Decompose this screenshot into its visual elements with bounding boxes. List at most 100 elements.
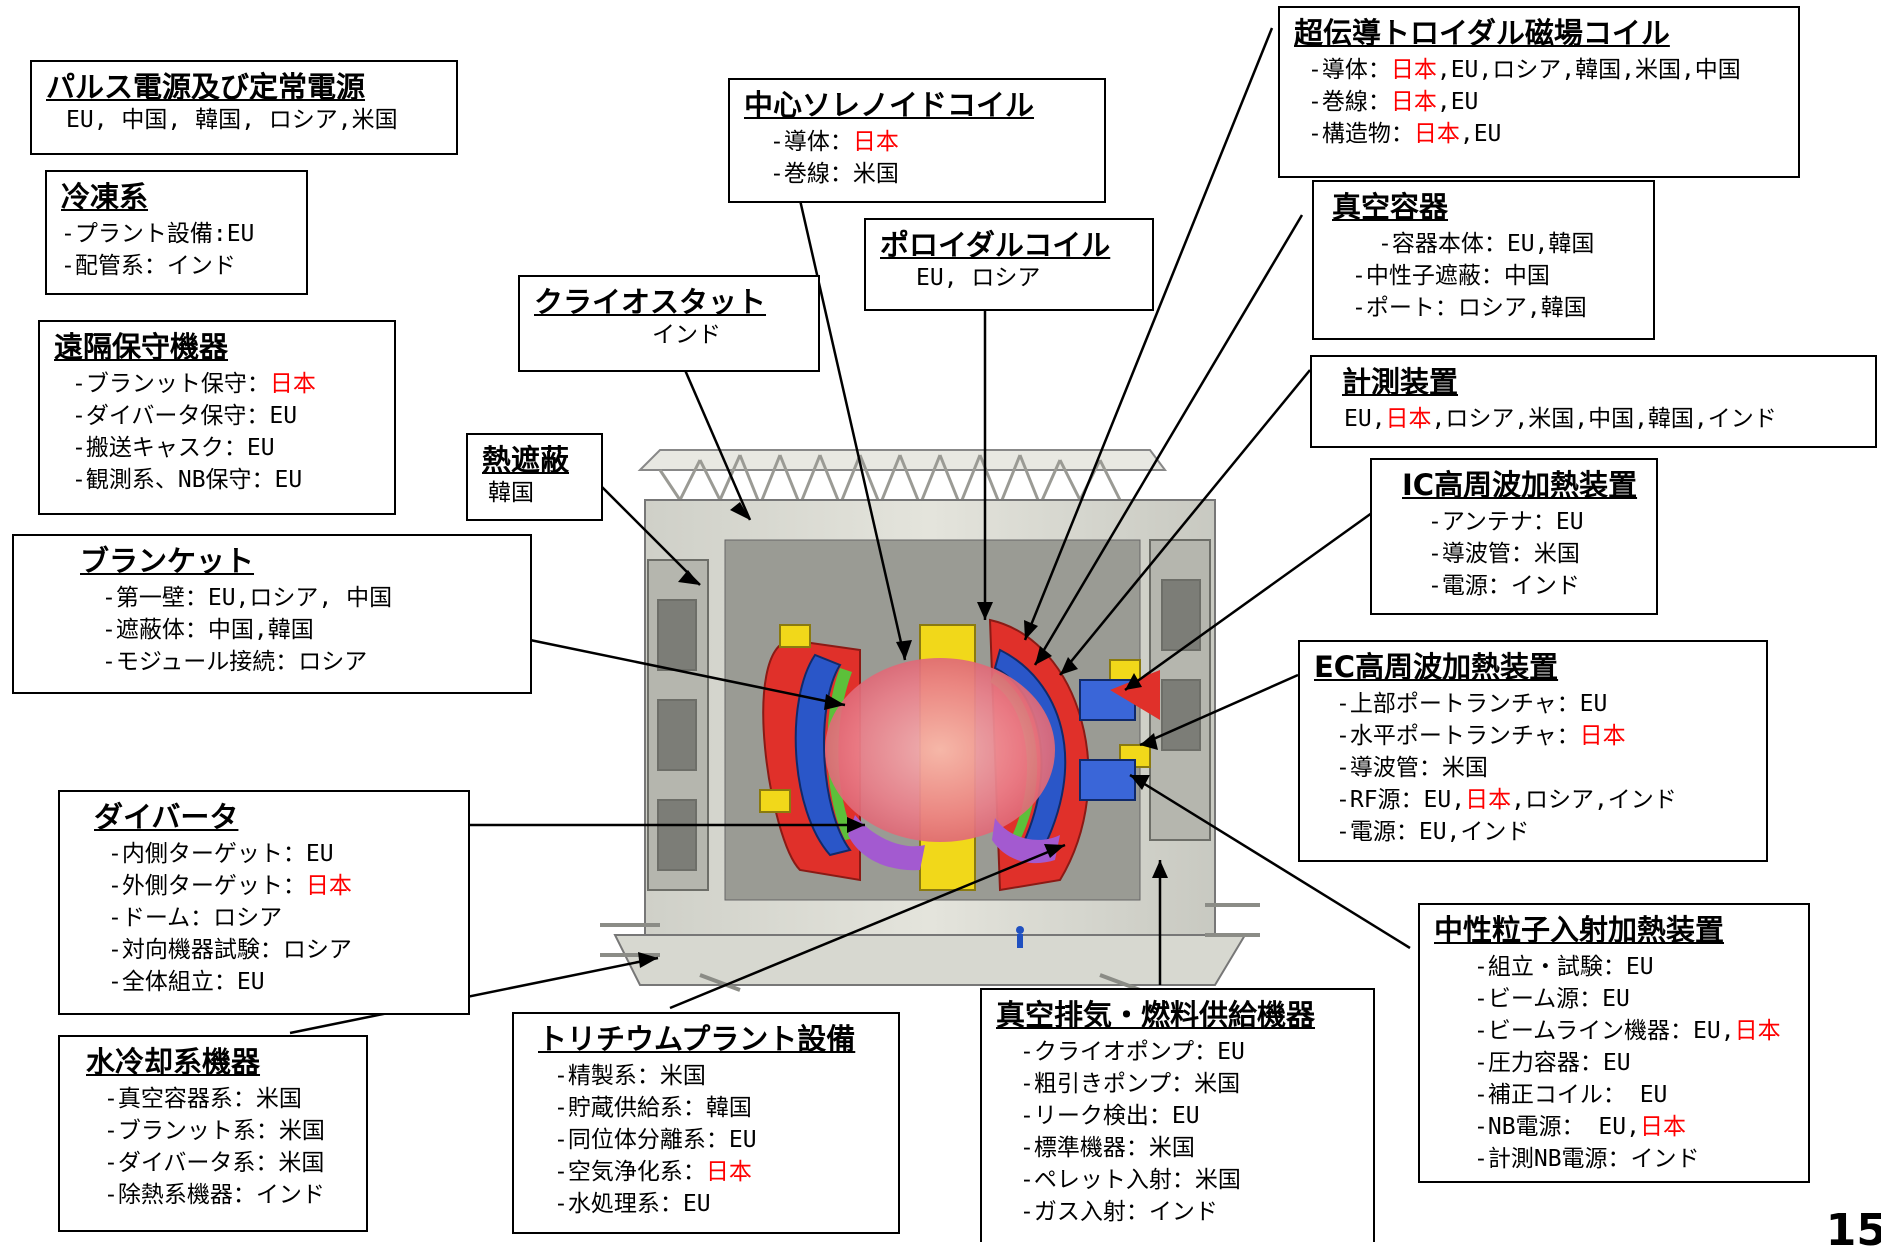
list-item: -組立・試験：EU xyxy=(1474,951,1794,983)
highlight-japan: 日本 xyxy=(1639,1114,1686,1140)
item-text: -巻線：米国 xyxy=(770,161,899,187)
list-item: -除熱系機器：インド xyxy=(104,1182,325,1208)
list-item: -ダイバータ保守：EU xyxy=(72,400,380,432)
item-text: -ドーム：ロシア xyxy=(108,905,283,931)
item-text: -外側ターゲット： xyxy=(108,873,306,899)
item-text: -導波管：米国 xyxy=(1336,755,1488,781)
list-item: -RF源：EU,日本,ロシア,インド xyxy=(1336,784,1752,816)
list-item: -導波管：米国 xyxy=(1336,752,1752,784)
list-item: -配管系：インド xyxy=(61,253,236,279)
box-poloidal-coil: ポロイダルコイル EU, ロシア xyxy=(864,218,1154,311)
list-item: -巻線：日本,EU xyxy=(1308,86,1784,118)
list-item: -圧力容器：EU xyxy=(1474,1047,1794,1079)
list-item: -巻線：米国 xyxy=(770,158,1090,190)
item-text: -巻線： xyxy=(1308,89,1391,115)
list-item: -貯蔵供給系：韓国 xyxy=(554,1092,884,1124)
title-ec-heating: EC高周波加熱装置 xyxy=(1314,650,1559,684)
item-text: -電源：EU,インド xyxy=(1336,819,1530,845)
title-tritium-plant: トリチウムプラント設備 xyxy=(538,1022,856,1056)
box-tritium-plant: トリチウムプラント設備 -精製系：米国-貯蔵供給系：韓国-同位体分離系：EU-空… xyxy=(512,1012,900,1234)
list-item: -NB電源： EU,日本 xyxy=(1474,1111,1794,1143)
list-item: -電源：インド xyxy=(1428,573,1580,599)
list-item: -電源：EU,インド xyxy=(1336,816,1752,848)
list-item: -モジュール接続：ロシア xyxy=(102,649,368,675)
box-nbi: 中性粒子入射加熱装置 -組立・試験：EU -ビーム源：EU -ビームライン機器：EU… xyxy=(1418,903,1810,1183)
item-text: -ブランット保守： xyxy=(72,371,270,397)
list-item: -リーク検出：EU xyxy=(1020,1103,1200,1129)
title-poloidal-coil: ポロイダルコイル xyxy=(880,228,1111,262)
list-item: -ブランット系：米国 xyxy=(104,1118,325,1144)
box-diagnostics: 計測装置 EU,日本,ロシア,米国,中国,韓国,インド xyxy=(1310,355,1877,448)
highlight-japan: 日本 xyxy=(1390,57,1437,83)
list-diagnostics: EU,日本,ロシア,米国,中国,韓国,インド xyxy=(1326,403,1861,435)
item-text: -圧力容器：EU xyxy=(1474,1050,1631,1076)
title-pulse-power: パルス電源及び定常電源 xyxy=(46,70,366,104)
item-text: -計測NB電源：インド xyxy=(1474,1146,1700,1172)
item-text: ,ロシア,米国,中国,韓国,インド xyxy=(1431,406,1777,432)
list-central-solenoid: -導体：日本-巻線：米国 xyxy=(744,126,1090,190)
list-item: -標準機器：米国 xyxy=(1020,1135,1195,1161)
item-text: ,EU,ロシア,韓国,米国,中国 xyxy=(1436,57,1741,83)
support-columns xyxy=(647,539,1211,891)
top-truss xyxy=(637,449,1167,506)
highlight-japan: 日本 xyxy=(705,1159,752,1185)
item-text: -ビーム源：EU xyxy=(1474,986,1630,1012)
list-item: -ダイバータ系：米国 xyxy=(104,1150,325,1176)
item-text: -搬送キャスク：EU xyxy=(72,435,275,461)
list-item: -ガス入射：インド xyxy=(1020,1199,1218,1225)
box-remote-handling: 遠隔保守機器 -ブランット保守：日本-ダイバータ保守：EU-搬送キャスク：EU-… xyxy=(38,320,396,515)
page-number: 15 xyxy=(1825,1205,1881,1256)
list-item: -遮蔽体：中国,韓国 xyxy=(102,617,314,643)
line-poloidal-coil: EU, ロシア xyxy=(916,265,1041,291)
divertor-cassette xyxy=(848,815,925,871)
list-item: -アンテナ：EU xyxy=(1428,509,1584,535)
cryostat-base xyxy=(613,934,1247,986)
item-text: -精製系：米国 xyxy=(554,1063,706,1089)
box-water-cooling: 水冷却系機器 -真空容器系：米国 -ブランット系：米国 -ダイバータ系：米国 -… xyxy=(58,1035,368,1232)
list-item: -計測NB電源：インド xyxy=(1474,1143,1794,1175)
leader-arrowheads xyxy=(638,502,1168,968)
title-water-cooling: 水冷却系機器 xyxy=(86,1045,261,1079)
title-central-solenoid: 中心ソレノイドコイル xyxy=(744,88,1035,122)
box-cryostat: クライオスタット インド xyxy=(518,275,820,372)
plasma xyxy=(825,658,1055,842)
list-item: -水処理系：EU xyxy=(554,1188,884,1220)
item-text: -導体： xyxy=(770,129,853,155)
box-divertor: ダイバータ -内側ターゲット：EU-外側ターゲット：日本-ドーム：ロシア-対向機… xyxy=(58,790,470,1015)
title-cryostat: クライオスタット xyxy=(534,285,767,319)
title-ic-heating: IC高周波加熱装置 xyxy=(1402,468,1638,502)
line-thermal-shield: 韓国 xyxy=(488,480,534,506)
box-pulse-power: パルス電源及び定常電源 EU, 中国, 韓国, ロシア,米国 xyxy=(30,60,458,155)
list-item: -ビーム源：EU xyxy=(1474,983,1794,1015)
list-item: -ビームライン機器：EU,日本 xyxy=(1474,1015,1794,1047)
item-text: -補正コイル： EU xyxy=(1474,1082,1668,1108)
list-ec-heating: -上部ポートランチャ：EU-水平ポートランチャ：日本-導波管：米国-RF源：EU… xyxy=(1314,688,1752,848)
highlight-japan: 日本 xyxy=(1390,89,1437,115)
item-text: ,EU xyxy=(1436,89,1479,115)
list-item: -粗引きポンプ：米国 xyxy=(1020,1071,1241,1097)
list-nbi: -組立・試験：EU -ビーム源：EU -ビームライン機器：EU,日本 -圧力容器：EU… xyxy=(1434,951,1794,1175)
list-item: -導波管：米国 xyxy=(1428,541,1580,567)
title-nbi: 中性粒子入射加熱装置 xyxy=(1434,913,1725,947)
list-item: -クライオポンプ：EU xyxy=(1020,1039,1245,1065)
list-item: -観測系、NB保守：EU xyxy=(72,464,380,496)
list-item: -搬送キャスク：EU xyxy=(72,432,380,464)
highlight-japan: 日本 xyxy=(1413,121,1460,147)
list-tritium-plant: -精製系：米国-貯蔵供給系：韓国-同位体分離系：EU-空気浄化系：日本-水処理系… xyxy=(528,1060,884,1220)
item-text: ,EU xyxy=(1459,121,1502,147)
title-vacuum-vessel: 真空容器 xyxy=(1332,190,1449,224)
item-text: -観測系、NB保守：EU xyxy=(72,467,303,493)
list-item: -第一壁：EU,ロシア, 中国 xyxy=(102,585,393,611)
list-item: -ペレット入射：米国 xyxy=(1020,1167,1241,1193)
list-item: -同位体分離系：EU xyxy=(554,1124,884,1156)
line-pulse-power: EU, 中国, 韓国, ロシア,米国 xyxy=(66,107,398,133)
list-item: -ポート：ロシア,韓国 xyxy=(1352,295,1587,321)
list-item: -全体組立：EU xyxy=(108,966,454,998)
item-text: -貯蔵供給系：韓国 xyxy=(554,1095,752,1121)
list-item: -外側ターゲット：日本 xyxy=(108,870,454,902)
box-vacuum-vessel: 真空容器 -容器本体：EU,韓国 -中性子遮蔽：中国 -ポート：ロシア,韓国 xyxy=(1312,180,1655,340)
heating-ports xyxy=(1079,679,1136,801)
list-item: -補正コイル： EU xyxy=(1474,1079,1794,1111)
item-text: -NB電源： EU, xyxy=(1474,1114,1640,1140)
